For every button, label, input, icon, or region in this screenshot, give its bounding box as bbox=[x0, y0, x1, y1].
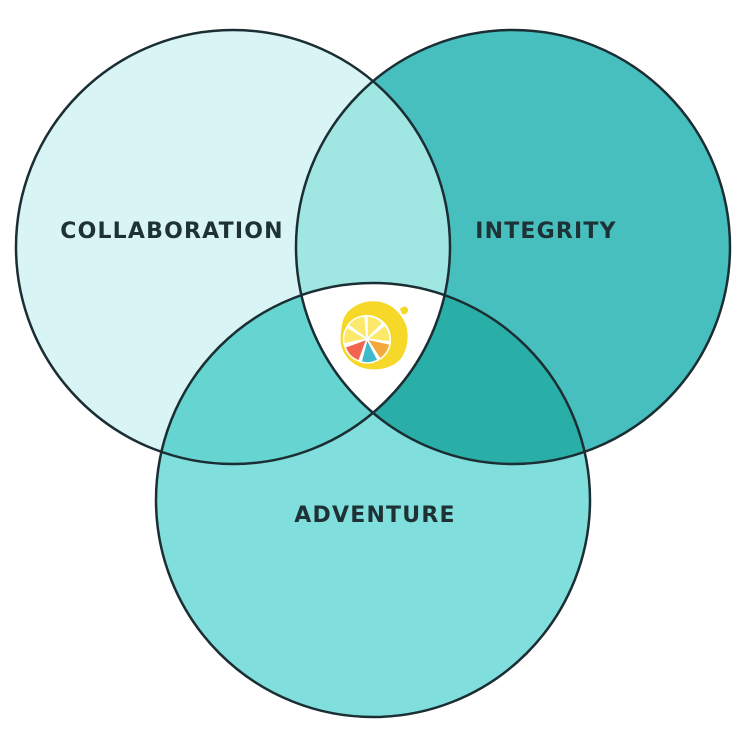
lemon-icon bbox=[340, 301, 408, 370]
label-collaboration: COLLABORATION bbox=[60, 219, 284, 244]
overlap-collaboration-adventure bbox=[156, 283, 450, 464]
label-adventure: ADVENTURE bbox=[294, 503, 455, 528]
label-integrity: INTEGRITY bbox=[475, 219, 617, 244]
overlap-integrity-adventure bbox=[296, 283, 590, 464]
circle-outlines bbox=[14, 28, 732, 719]
